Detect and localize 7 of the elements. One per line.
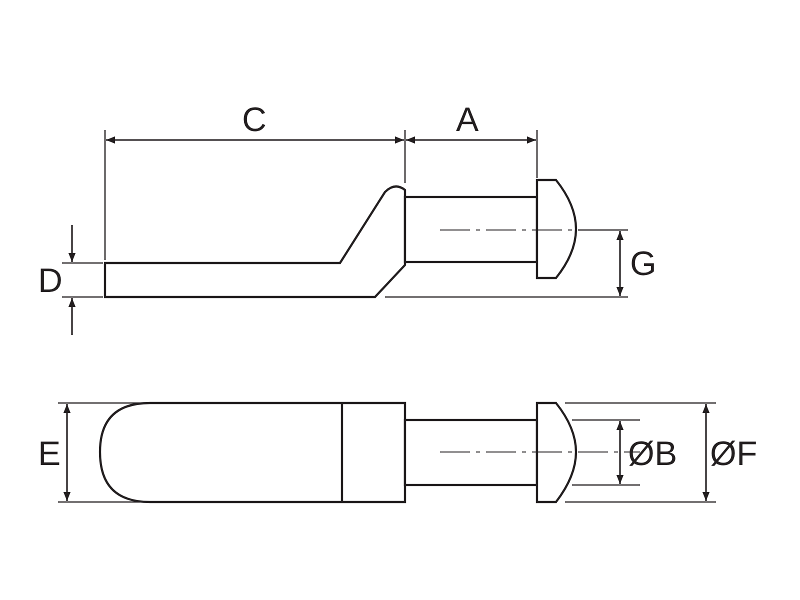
dimension-label: G (630, 247, 656, 281)
dimension-label: D (38, 264, 63, 298)
dimension-label: E (38, 437, 61, 471)
dimension-label: C (242, 103, 267, 137)
dimension-label: A (456, 103, 479, 137)
dimension-label: ØB (628, 437, 678, 471)
dimension-label: ØF (710, 437, 758, 471)
